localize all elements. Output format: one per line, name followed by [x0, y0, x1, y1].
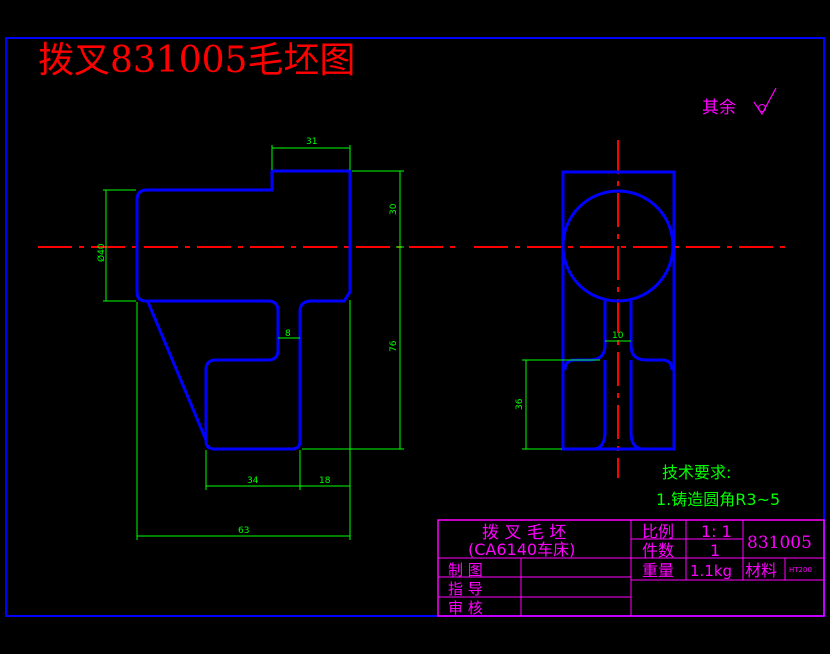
front-outline — [135, 169, 352, 451]
weight-label: 重量 — [642, 561, 674, 580]
drawing-title: 拨叉831005毛坯图 — [38, 40, 355, 81]
dim-width-34: 34 — [247, 476, 259, 486]
side-view: 10 36 — [474, 140, 792, 478]
scale-value: 1: 1 — [701, 522, 732, 541]
checked-by-label: 审 核 — [448, 599, 483, 617]
side-outline — [561, 170, 676, 451]
weight-value: 1.1kg — [690, 562, 732, 580]
material-label: 材料 — [745, 561, 777, 580]
dim-width-63: 63 — [238, 526, 249, 536]
dim-height-30: 30 — [389, 203, 399, 215]
qty-value: 1 — [710, 541, 720, 560]
machine-name: (CA6140车床) — [468, 540, 575, 559]
part-name: 拨 叉 毛 坯 — [482, 523, 566, 543]
drawing-frame — [5, 37, 825, 617]
surface-finish-note: 其余 — [702, 87, 777, 118]
tech-req-heading: 技术要求: — [662, 463, 731, 482]
qty-label: 件数 — [642, 541, 674, 560]
dim-side-10: 10 — [612, 331, 624, 341]
material-value: HT200 — [789, 566, 812, 574]
dim-diameter: Ø40 — [96, 243, 107, 262]
dim-height-76: 76 — [389, 340, 399, 352]
drawn-by-label: 制 图 — [448, 561, 483, 579]
dim-side-36: 36 — [515, 398, 525, 410]
drawing-number: 831005 — [747, 533, 812, 553]
side-fillet-right — [629, 344, 674, 371]
dim-top-width: 31 — [306, 137, 317, 147]
guided-by-label: 指 导 — [448, 580, 483, 598]
roughness-symbol-icon — [753, 87, 777, 116]
front-rib — [146, 301, 208, 441]
title-block: 拨 叉 毛 坯 (CA6140车床) 比例 1: 1 件数 1 831005 重… — [437, 519, 825, 617]
surface-finish-label: 其余 — [702, 98, 736, 118]
side-slot-right — [629, 360, 642, 451]
side-bore-circle — [561, 189, 675, 303]
side-slot-left — [594, 360, 607, 451]
front-view: 31 Ø40 30 76 8 34 18 63 — [38, 137, 460, 540]
dim-slot-8: 8 — [285, 329, 291, 339]
side-fillet-left — [563, 344, 607, 371]
tech-req-item: 1.铸造圆角R3~5 — [656, 490, 780, 509]
dim-width-18: 18 — [319, 476, 331, 486]
scale-label: 比例 — [642, 522, 674, 541]
roughness-circle-icon — [758, 104, 766, 112]
